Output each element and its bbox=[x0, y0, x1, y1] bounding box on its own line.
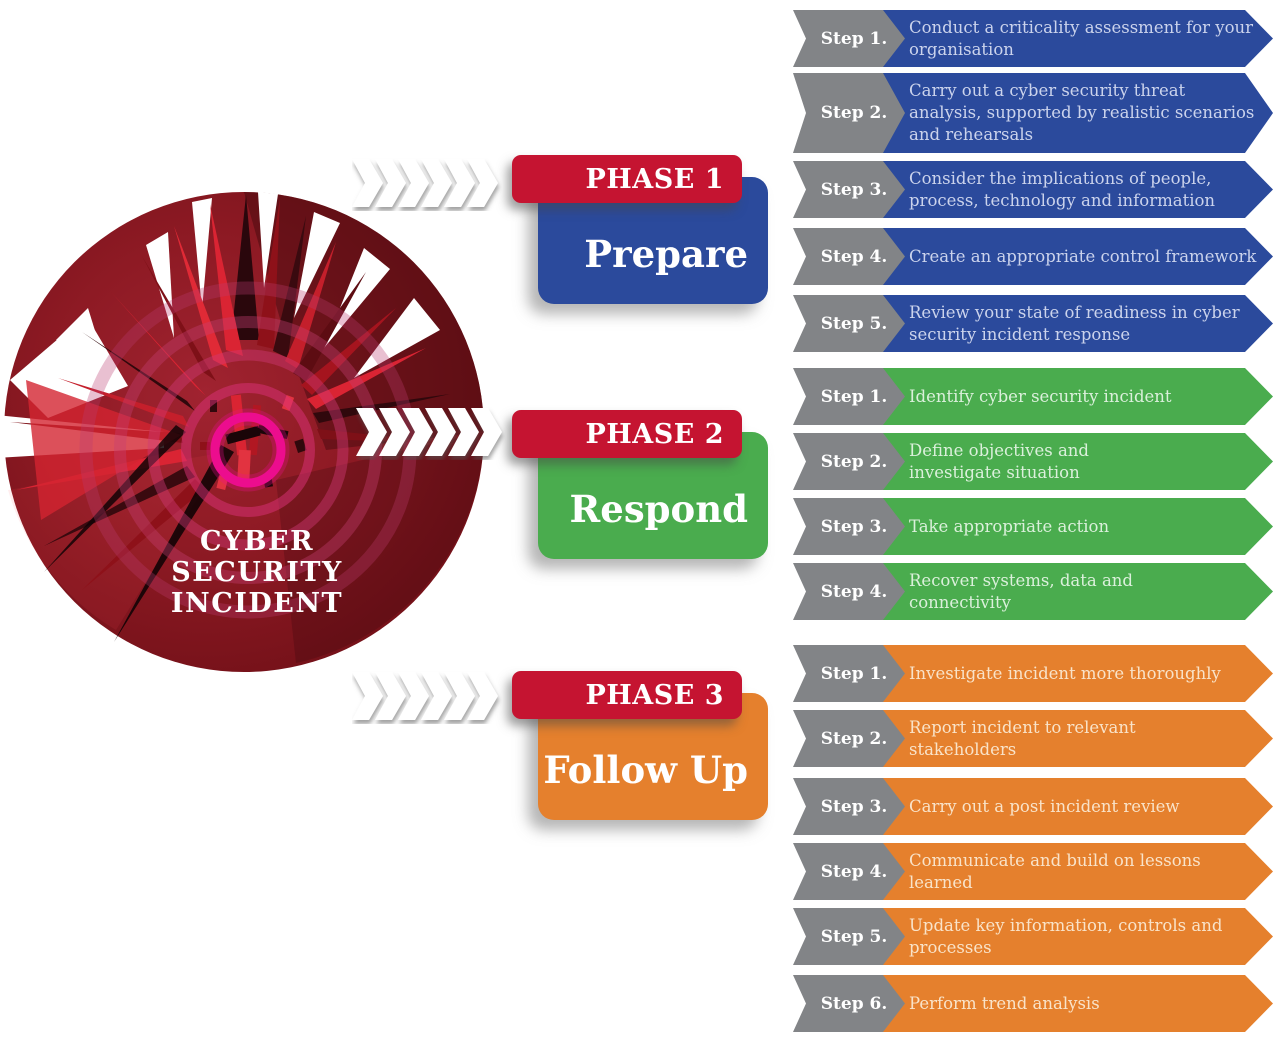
step-number: Step 2. bbox=[820, 103, 888, 123]
step-text-bar: Communicate and build on lessons learned bbox=[881, 843, 1273, 900]
phase-1-step-1-row: Conduct a criticality assessment for you… bbox=[793, 10, 1273, 67]
step-number: Step 3. bbox=[820, 516, 888, 537]
hub-title-line-1: CYBER bbox=[199, 526, 315, 557]
step-number-badge: Step 1. bbox=[793, 10, 905, 67]
step-text: Perform trend analysis bbox=[909, 993, 1100, 1013]
step-number: Step 3. bbox=[820, 179, 888, 200]
step-text-bar: Define objectives and investigate situat… bbox=[881, 433, 1273, 490]
step-number-badge: Step 1. bbox=[793, 645, 905, 702]
phase-3-chip: PHASE 3 bbox=[512, 671, 742, 719]
step-text: Update key information, controls and pro… bbox=[909, 915, 1223, 957]
step-text-bar: Investigate incident more thoroughly bbox=[881, 645, 1273, 702]
step-text: Define objectives and investigate situat… bbox=[909, 440, 1089, 482]
step-number: Step 4. bbox=[820, 581, 888, 602]
step-number: Step 3. bbox=[820, 796, 888, 817]
phase-1-step-4-row: Create an appropriate control framework … bbox=[793, 228, 1273, 285]
step-text: Conduct a criticality assessment for you… bbox=[909, 17, 1254, 59]
step-number: Step 2. bbox=[820, 728, 888, 749]
step-text: Report incident to relevant stakeholders bbox=[909, 717, 1136, 759]
step-number-badge: Step 4. bbox=[793, 843, 905, 900]
phase-2-chip: PHASE 2 bbox=[512, 410, 742, 458]
step-number: Step 2. bbox=[820, 451, 888, 472]
phase-3-chevrons-icon bbox=[352, 672, 498, 720]
phase-3-step-5-row: Update key information, controls and pro… bbox=[793, 908, 1273, 965]
step-number-badge: Step 4. bbox=[793, 228, 905, 285]
phase-2-step-4-row: Recover systems, data and connectivity S… bbox=[793, 563, 1273, 620]
step-text: Create an appropriate control framework bbox=[909, 246, 1257, 266]
phase-1-chip: PHASE 1 bbox=[512, 155, 742, 203]
hub-title: CYBER SECURITY INCIDENT bbox=[12, 526, 502, 619]
phase-2-name: Respond bbox=[569, 486, 748, 531]
hub-title-line-2: SECURITY bbox=[171, 557, 343, 588]
step-number-badge: Step 2. bbox=[793, 73, 905, 153]
phase-2-step-2-row: Define objectives and investigate situat… bbox=[793, 433, 1273, 490]
burst-graphic bbox=[0, 192, 484, 672]
phase-3-step-6-row: Perform trend analysis Step 6. bbox=[793, 975, 1273, 1032]
step-text: Carry out a post incident review bbox=[909, 796, 1180, 816]
step-number: Step 1. bbox=[820, 386, 888, 407]
step-text-bar: Conduct a criticality assessment for you… bbox=[881, 10, 1273, 67]
step-number-badge: Step 6. bbox=[793, 975, 905, 1032]
step-text: Review your state of readiness in cyber … bbox=[909, 302, 1240, 344]
step-number-badge: Step 1. bbox=[793, 368, 905, 425]
step-number: Step 4. bbox=[820, 861, 888, 882]
phase-1-step-3-row: Consider the implications of people, pro… bbox=[793, 161, 1273, 218]
step-number: Step 5. bbox=[820, 313, 888, 334]
step-number-badge: Step 3. bbox=[793, 498, 905, 555]
step-number-badge: Step 5. bbox=[793, 908, 905, 965]
step-number: Step 6. bbox=[820, 993, 888, 1014]
phase-2-step-3-row: Take appropriate action Step 3. bbox=[793, 498, 1273, 555]
step-text-bar: Review your state of readiness in cyber … bbox=[881, 295, 1273, 352]
phase-1-name: Prepare bbox=[584, 231, 748, 276]
phase-3-step-3-row: Carry out a post incident review Step 3. bbox=[793, 778, 1273, 835]
phase-2-chevrons-icon bbox=[356, 408, 502, 456]
step-number-badge: Step 4. bbox=[793, 563, 905, 620]
step-text-bar: Report incident to relevant stakeholders bbox=[881, 710, 1273, 767]
steps-column: Conduct a criticality assessment for you… bbox=[793, 0, 1273, 1050]
step-text-bar: Create an appropriate control framework bbox=[881, 228, 1273, 285]
phase-1-chip-label: PHASE 1 bbox=[585, 163, 724, 195]
step-text-bar: Update key information, controls and pro… bbox=[881, 908, 1273, 965]
step-text: Take appropriate action bbox=[909, 516, 1110, 536]
phase-1-step-2-row: Carry out a cyber security threat analys… bbox=[793, 73, 1273, 153]
phase-3-chip-label: PHASE 3 bbox=[585, 679, 724, 711]
step-text-bar: Carry out a post incident review bbox=[881, 778, 1273, 835]
step-text-bar: Carry out a cyber security threat analys… bbox=[881, 73, 1273, 153]
step-text-bar: Take appropriate action bbox=[881, 498, 1273, 555]
phase-1-chevrons-icon bbox=[352, 159, 498, 207]
phase-1-step-5-row: Review your state of readiness in cyber … bbox=[793, 295, 1273, 352]
phase-3-step-1-row: Investigate incident more thoroughly Ste… bbox=[793, 645, 1273, 702]
hub-title-line-3: INCIDENT bbox=[170, 588, 344, 619]
step-text: Recover systems, data and connectivity bbox=[909, 570, 1133, 612]
step-number-badge: Step 2. bbox=[793, 433, 905, 490]
phase-3-step-2-row: Report incident to relevant stakeholders… bbox=[793, 710, 1273, 767]
step-number-badge: Step 3. bbox=[793, 161, 905, 218]
step-number: Step 1. bbox=[820, 28, 888, 49]
step-number: Step 4. bbox=[820, 246, 888, 267]
step-text-bar: Recover systems, data and connectivity bbox=[881, 563, 1273, 620]
cyber-incident-burst: CYBER SECURITY INCIDENT bbox=[0, 190, 486, 680]
step-number-badge: Step 2. bbox=[793, 710, 905, 767]
step-number: Step 5. bbox=[820, 926, 888, 947]
phase-2-box: Respond bbox=[538, 432, 768, 559]
step-text: Carry out a cyber security threat analys… bbox=[909, 81, 1255, 144]
step-text: Identify cyber security incident bbox=[909, 386, 1172, 406]
step-text-bar: Identify cyber security incident bbox=[881, 368, 1273, 425]
step-text: Investigate incident more thoroughly bbox=[909, 663, 1221, 683]
step-number-badge: Step 5. bbox=[793, 295, 905, 352]
step-number-badge: Step 3. bbox=[793, 778, 905, 835]
step-text-bar: Perform trend analysis bbox=[881, 975, 1273, 1032]
phase-2-step-1-row: Identify cyber security incident Step 1. bbox=[793, 368, 1273, 425]
step-text: Communicate and build on lessons learned bbox=[909, 850, 1201, 892]
step-number: Step 1. bbox=[820, 663, 888, 684]
phase-2-chip-label: PHASE 2 bbox=[585, 418, 724, 450]
step-text: Consider the implications of people, pro… bbox=[909, 168, 1216, 210]
phase-3-name: Follow Up bbox=[543, 747, 748, 792]
phase-3-step-4-row: Communicate and build on lessons learned… bbox=[793, 843, 1273, 900]
step-text-bar: Consider the implications of people, pro… bbox=[881, 161, 1273, 218]
